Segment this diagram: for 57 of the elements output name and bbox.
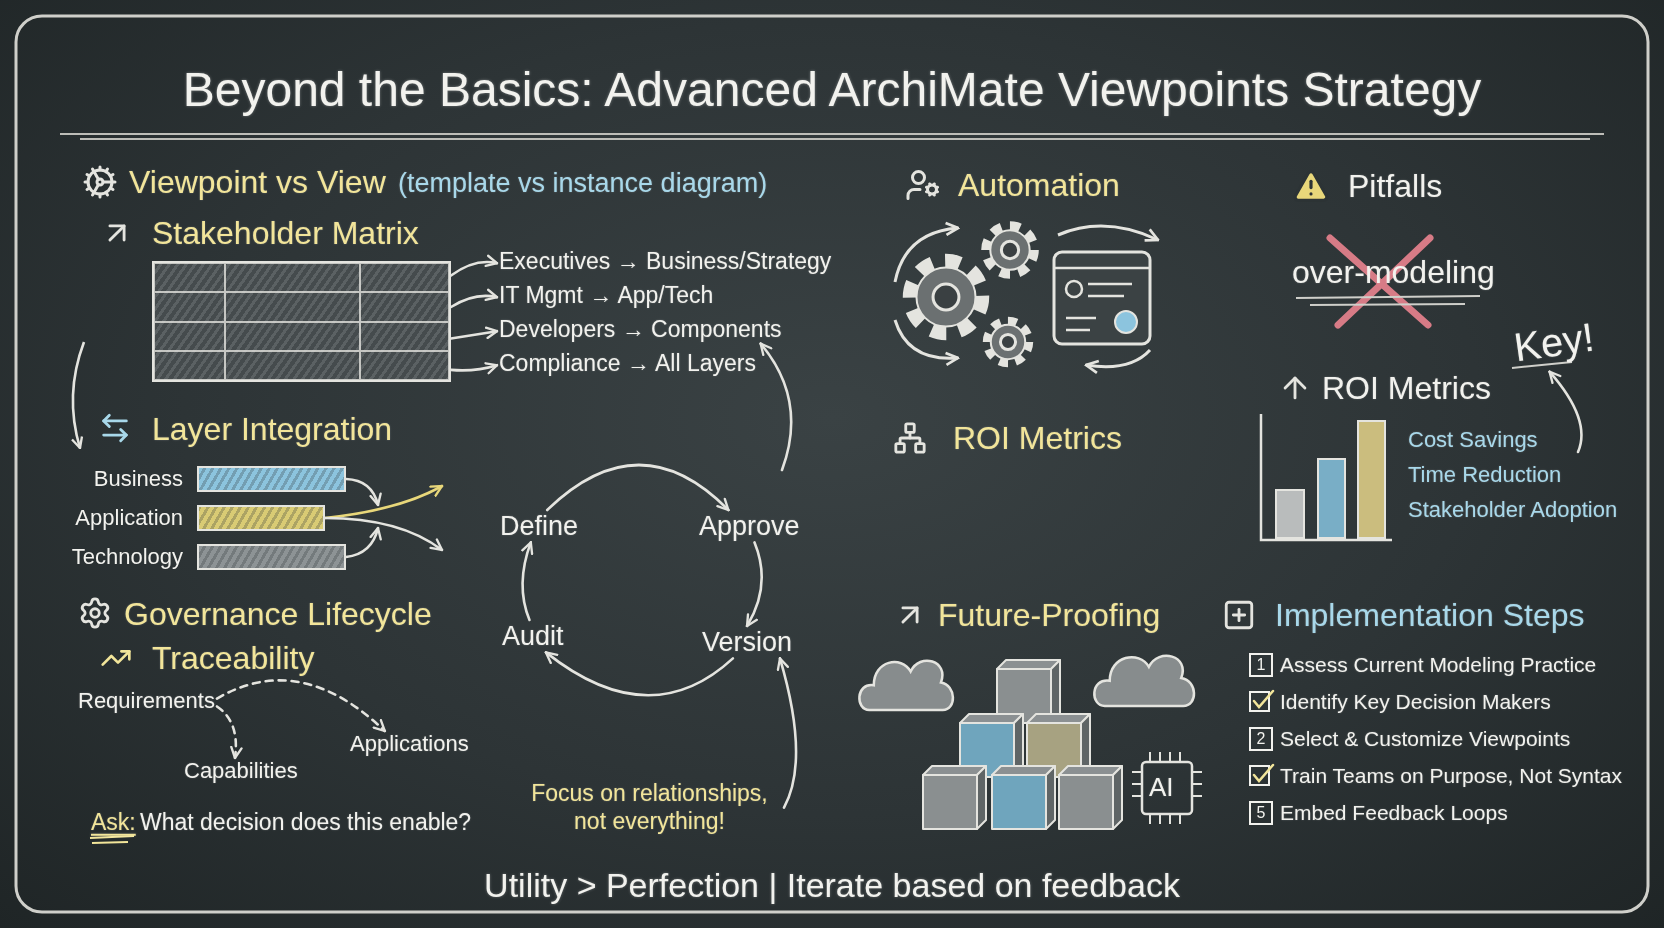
layer-label: Application: [75, 505, 183, 531]
title: Beyond the Basics: Advanced ArchiMate Viewpoints Strategy: [182, 62, 1482, 117]
metric-text: Time Reduction: [1408, 462, 1562, 488]
step-number: 2: [1249, 727, 1273, 751]
step-text: Assess Current Modeling Practice: [1280, 652, 1597, 678]
note-text: Focus on relationships, not everything!: [515, 780, 784, 836]
footer-caption: Utility > Perfection | Iterate based on feedback: [484, 866, 1180, 905]
section-heading: Future-Proofing: [938, 596, 1161, 634]
curved-arrow: [759, 342, 793, 472]
layer-bar: [197, 544, 346, 570]
curved-arrow: [745, 541, 763, 628]
subtitle-text: (template vs instance diagram): [398, 168, 768, 200]
section-heading: Implementation Steps: [1275, 596, 1585, 634]
mapping-text: Developers → Components: [497, 316, 784, 344]
dashed-arrow: [215, 705, 243, 760]
section-heading: Traceability: [152, 639, 315, 677]
step-text: Identify Key Decision Makers: [1280, 689, 1551, 715]
trace-item: Applications: [348, 731, 471, 758]
section-heading: Automation: [958, 166, 1120, 204]
step-text: Train Teams on Purpose, Not Syntax: [1280, 763, 1622, 789]
section-heading: Layer Integration: [152, 410, 393, 448]
cycle-step: Version: [700, 626, 795, 659]
mapping-text: Executives → Business/Strategy: [497, 248, 834, 276]
stakeholder-matrix-table: [152, 261, 451, 382]
emphasis-text: Key!: [1509, 312, 1599, 372]
mapping-text: IT Mgmt → App/Tech: [497, 282, 716, 310]
trace-item: Requirements: [76, 688, 217, 715]
chip-label: AI: [1149, 773, 1174, 803]
cycle-step: Audit: [500, 620, 566, 653]
dashed-arrow: [215, 679, 387, 733]
section-heading: Pitfalls: [1348, 167, 1443, 205]
metric-text: Stakeholder Adoption: [1408, 497, 1618, 523]
metric-text: Cost Savings: [1408, 427, 1538, 453]
question-text: What decision does this enable?: [140, 808, 472, 836]
step-number: 5: [1249, 801, 1273, 825]
layer-label: Technology: [71, 544, 183, 570]
curved-arrow: [1548, 370, 1583, 454]
layer-bar: [197, 505, 325, 531]
step-text: Embed Feedback Loops: [1280, 800, 1508, 826]
layer-label: Business: [93, 466, 183, 492]
prompt-label: Ask:: [91, 808, 136, 836]
curved-arrow: [776, 657, 798, 809]
trace-item: Capabilities: [182, 758, 300, 785]
cycle-step: Define: [498, 510, 581, 543]
section-heading: Stakeholder Matrix: [152, 214, 419, 252]
layer-bar: [197, 466, 346, 492]
section-heading: Viewpoint vs View: [129, 163, 386, 201]
section-heading: Governance Lifecycle: [124, 595, 432, 633]
curved-arrow: [521, 541, 534, 622]
step-number: 1: [1249, 653, 1273, 677]
mapping-text: Compliance → All Layers: [497, 350, 758, 378]
section-heading: ROI Metrics: [1322, 369, 1491, 407]
curved-arrow: [545, 463, 730, 512]
cycle-step: Approve: [697, 510, 802, 543]
section-heading: ROI Metrics: [953, 419, 1122, 457]
step-text: Select & Customize Viewpoints: [1280, 726, 1571, 752]
curved-arrow: [544, 651, 735, 697]
